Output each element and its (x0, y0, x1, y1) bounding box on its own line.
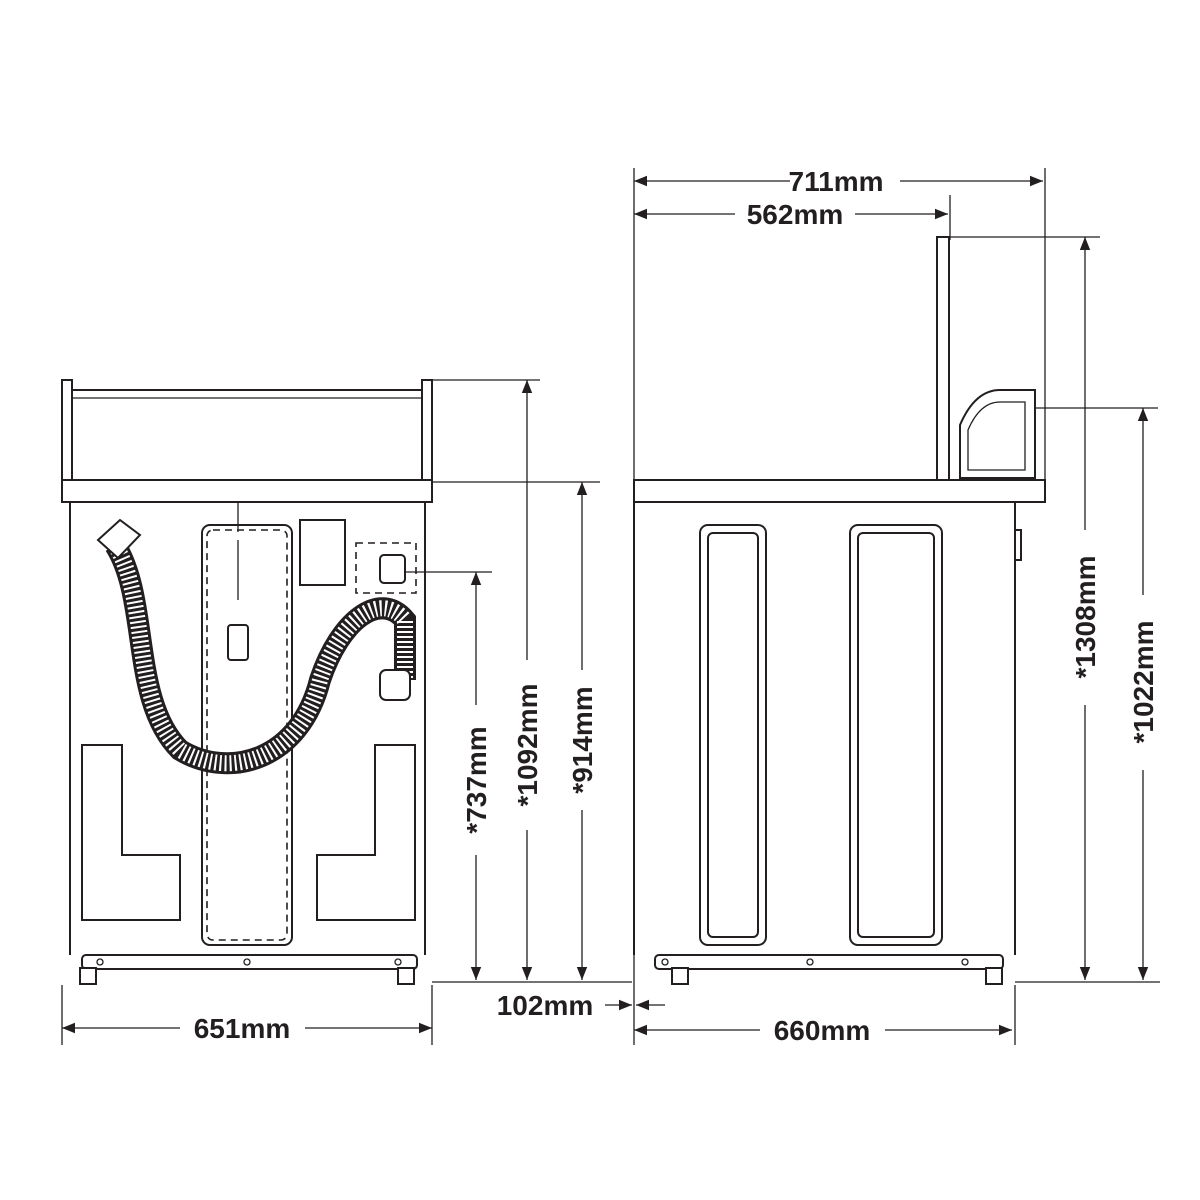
label-depth: 660mm (774, 1015, 871, 1046)
dimension-lines (61, 168, 1160, 1045)
side-view-washer (633, 236, 1046, 985)
label-overall-depth: 711mm (789, 166, 884, 197)
label-clearance: 102mm (497, 990, 594, 1021)
label-lid-depth: 562mm (747, 199, 844, 230)
label-lid-open-height: *1308mm (1070, 556, 1101, 679)
label-lid-top-height: *914mm (567, 686, 598, 793)
label-console-height: *1022mm (1128, 621, 1159, 744)
label-back-panel-height: *1092mm (512, 684, 543, 807)
label-inlet-height: *737mm (461, 726, 492, 833)
dimension-labels: 711mm 562mm 651mm 660mm 102mm *737mm *10… (180, 164, 1160, 1047)
rear-view-washer (61, 379, 433, 985)
label-width: 651mm (194, 1013, 291, 1044)
